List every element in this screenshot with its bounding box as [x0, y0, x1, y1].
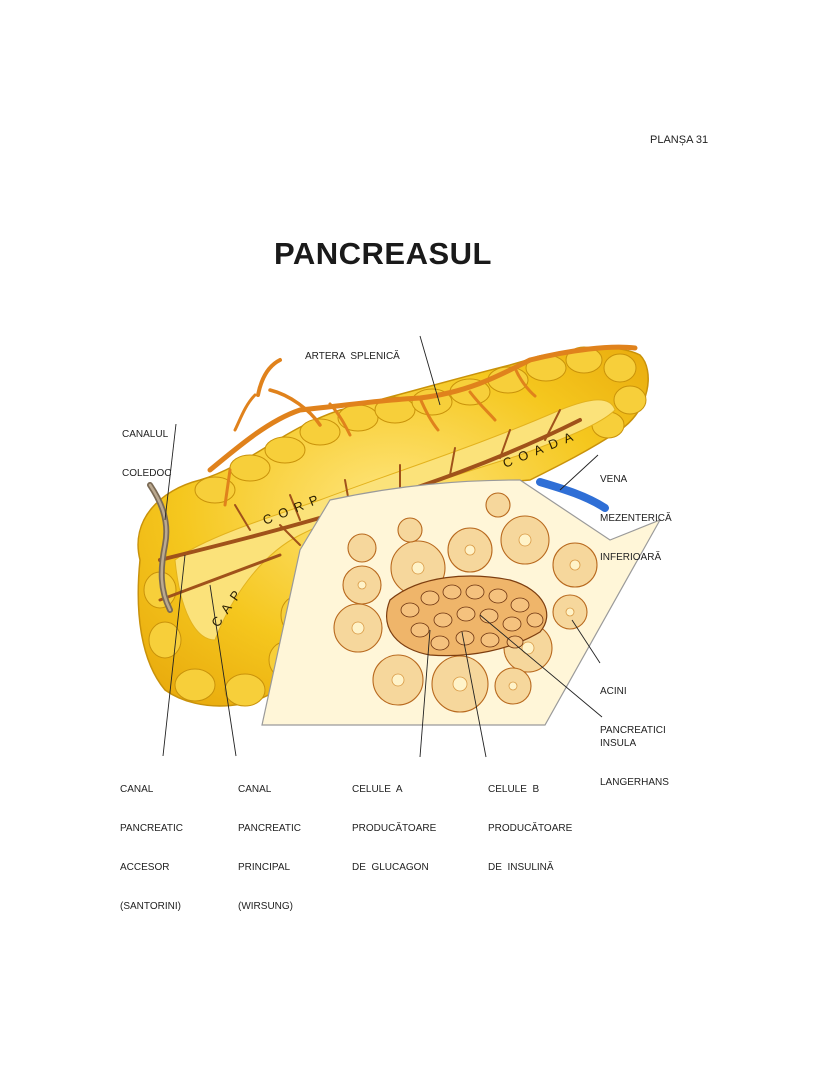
label-artera-splenica: ARTERA SPLENICĂ: [305, 351, 400, 362]
page-title: PANCREASUL: [274, 236, 492, 271]
label-celule-a: CELULE A PRODUCĂTOARE DE GLUCAGON: [352, 784, 437, 873]
label-canalul-coledoc: CANALUL COLEDOC: [122, 429, 172, 479]
leader-lines: [162, 335, 603, 758]
common-bile-duct: [147, 482, 173, 613]
splenic-artery: [207, 344, 638, 507]
label-canal-accesor: CANAL PANCREATIC ACCESOR (SANTORINI): [120, 784, 183, 912]
inferior-mesenteric-vein: [536, 478, 609, 512]
microscopic-section: [261, 479, 662, 726]
label-vena-mezenterica: VENA MEZENTERICĂ INFERIOARĂ: [600, 474, 672, 563]
label-acini-pancreatici: ACINI PANCREATICI: [600, 686, 666, 736]
acini-lumens: [351, 533, 581, 692]
lobules: [143, 346, 647, 707]
islet-of-langerhans: [386, 575, 548, 657]
label-celule-b: CELULE B PRODUCĂTOARE DE INSULINĂ: [488, 784, 573, 873]
label-insula-langerhans: INSULA LANGERHANS: [600, 738, 669, 788]
label-canal-principal: CANAL PANCREATIC PRINCIPAL (WIRSUNG): [238, 784, 301, 912]
plate-number: PLANȘA 31: [650, 134, 709, 146]
islet-cells: [400, 584, 544, 651]
